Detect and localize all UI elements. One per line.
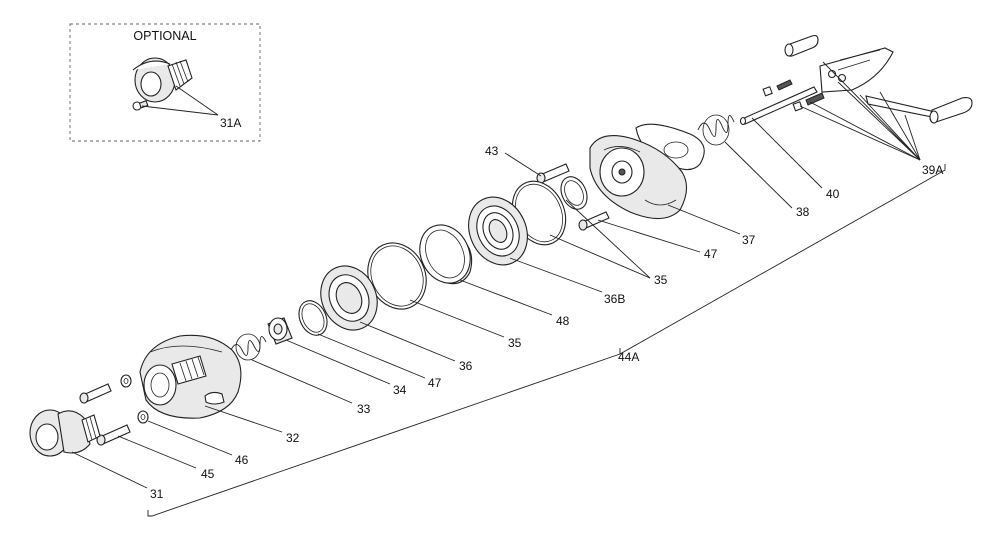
oring-35-lower: 35 (367, 242, 522, 350)
optional-set-screw (132, 100, 149, 111)
fitting-31: 31 (29, 409, 164, 501)
label-47-lower: 47 (428, 376, 442, 390)
optional-fitting-part (132, 57, 193, 103)
label-31: 31 (150, 487, 164, 501)
label-34: 34 (393, 383, 407, 397)
label-38: 38 (796, 205, 810, 219)
label-36: 36 (459, 359, 473, 373)
lower-housing-32: 32 (139, 334, 300, 445)
screw-45-upper (79, 383, 112, 404)
optional-title: OPTIONAL (133, 29, 196, 43)
screw-43: 43 (485, 144, 570, 184)
assembly-bracket-44a: 44A (147, 164, 946, 517)
label-33: 33 (357, 402, 371, 416)
label-44a: 44A (618, 350, 639, 364)
label-48: 48 (556, 314, 570, 328)
label-43: 43 (485, 144, 499, 158)
trigger-spring-pin-black (776, 79, 793, 91)
label-47-upper: 47 (704, 247, 718, 261)
label-45: 45 (201, 467, 215, 481)
screw-45-lower: 45 (96, 424, 215, 481)
label-32: 32 (286, 431, 300, 445)
upper-housing-37: 37 (589, 123, 756, 247)
label-40: 40 (826, 187, 840, 201)
plug-34: 34 (267, 317, 407, 397)
label-35-lower: 35 (508, 336, 522, 350)
label-39a: 39A (922, 163, 943, 177)
rod-40: 40 (739, 86, 840, 201)
label-35-upper: 35 (654, 273, 668, 287)
oring-35-upper (560, 176, 651, 279)
trigger-body (819, 47, 894, 93)
spring-38: 38 (697, 114, 810, 219)
spring-33: 33 (229, 333, 371, 416)
optional-inset-border (69, 23, 261, 142)
oring-47-small: 47 (298, 300, 442, 390)
trigger-assembly-39a: 39A (762, 34, 973, 177)
washer-46-lower: 46 (137, 410, 249, 467)
label-46: 46 (235, 453, 249, 467)
label-37: 37 (742, 233, 756, 247)
washer-46-upper (120, 374, 132, 388)
label-36b: 36B (604, 292, 625, 306)
screw-47-upper: 47 (578, 211, 718, 261)
piston-36: 36 (320, 265, 473, 373)
optional-inset: OPTIONAL 31A (69, 23, 261, 142)
piston-36b: 36B (468, 196, 625, 306)
label-31a: 31A (220, 116, 241, 130)
trigger-rod (865, 95, 938, 119)
sleeve-48: 48 (419, 224, 570, 328)
